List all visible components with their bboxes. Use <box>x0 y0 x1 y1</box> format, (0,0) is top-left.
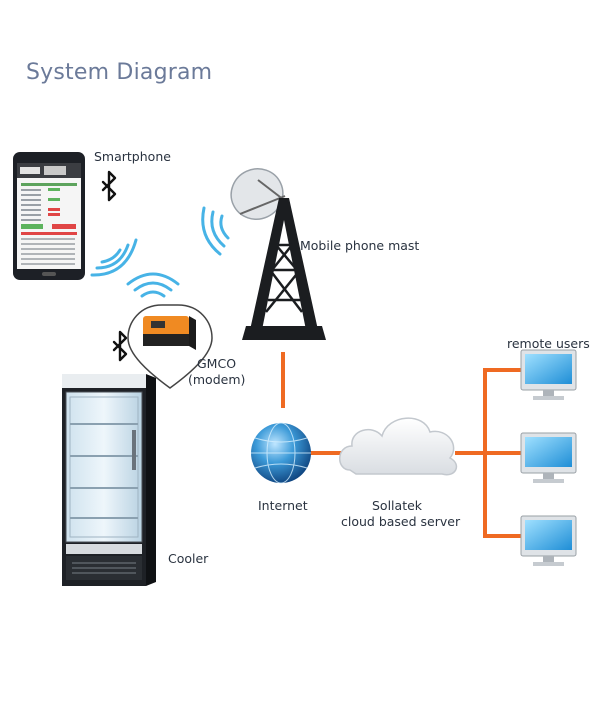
cooler-label: Cooler <box>168 551 209 566</box>
wifi-wave-icon <box>126 272 180 298</box>
modem-icon <box>127 304 213 389</box>
wifi-wave-icon <box>90 238 138 277</box>
internet-label: Internet <box>258 498 308 513</box>
bluetooth-icon <box>101 170 117 202</box>
modem-label-type: (modem) <box>188 372 246 387</box>
smartphone-label: Smartphone <box>94 149 171 164</box>
remote-users-label: remote users <box>507 336 590 351</box>
mast-icon <box>230 168 326 340</box>
monitor-icon <box>520 432 577 483</box>
mast-label: Mobile phone mast <box>300 238 420 253</box>
monitor-icon <box>520 515 577 566</box>
wifi-wave-icon <box>201 206 230 256</box>
globe-icon <box>251 422 311 484</box>
bluetooth-icon <box>112 330 128 362</box>
page-title: System Diagram <box>26 60 213 85</box>
network-links <box>281 352 522 538</box>
smartphone-icon <box>13 152 85 280</box>
monitor-icon <box>520 349 577 400</box>
modem-label-name: GMCO <box>197 356 237 371</box>
server-label-name: Sollatek <box>372 498 423 513</box>
server-label-desc: cloud based server <box>341 514 461 529</box>
cloud-icon <box>339 417 458 476</box>
cooler-icon <box>62 374 156 586</box>
